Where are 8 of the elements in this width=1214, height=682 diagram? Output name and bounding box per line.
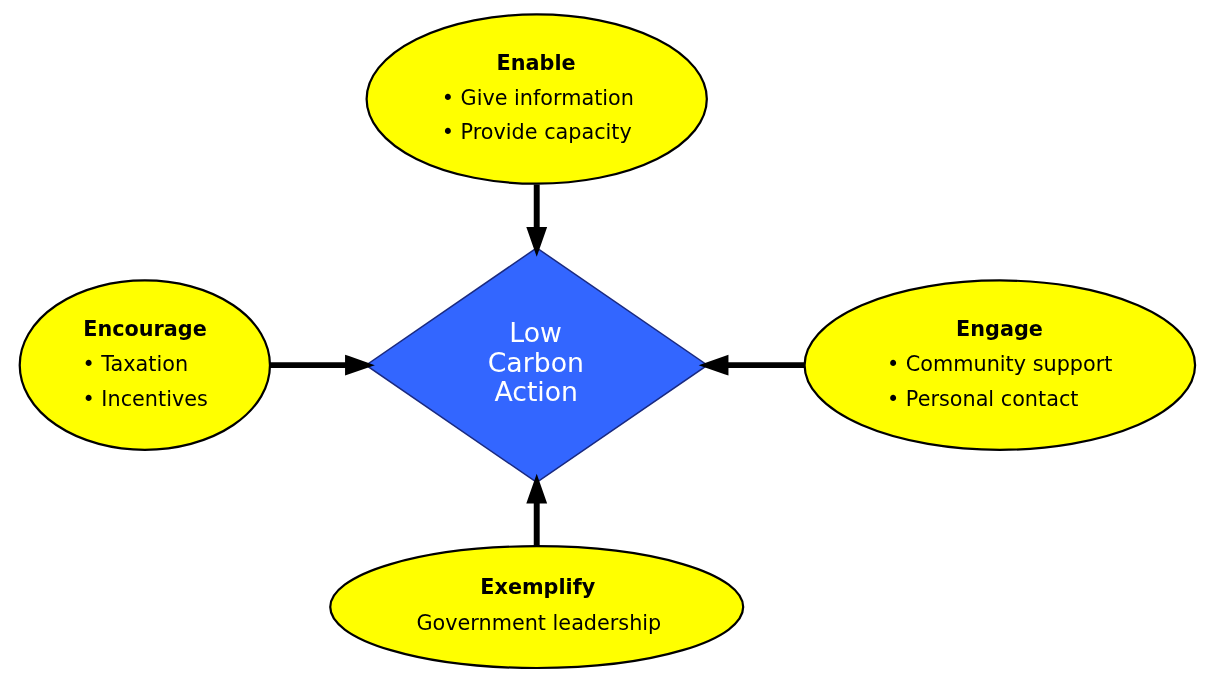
- node-ellipse: Encourage • Taxation • Incentives: [18, 279, 271, 451]
- arrow: [269, 354, 375, 376]
- node-ellipse: Engage • Community support • Personal contact: [802, 279, 1196, 451]
- node-ellipse: Enable • Give information • Provide capacity: [365, 13, 708, 185]
- node-ellipse: Exemplify Government leadership: [328, 545, 744, 670]
- arrow: [525, 473, 547, 546]
- arrow: [698, 354, 804, 376]
- arrow: [525, 184, 547, 257]
